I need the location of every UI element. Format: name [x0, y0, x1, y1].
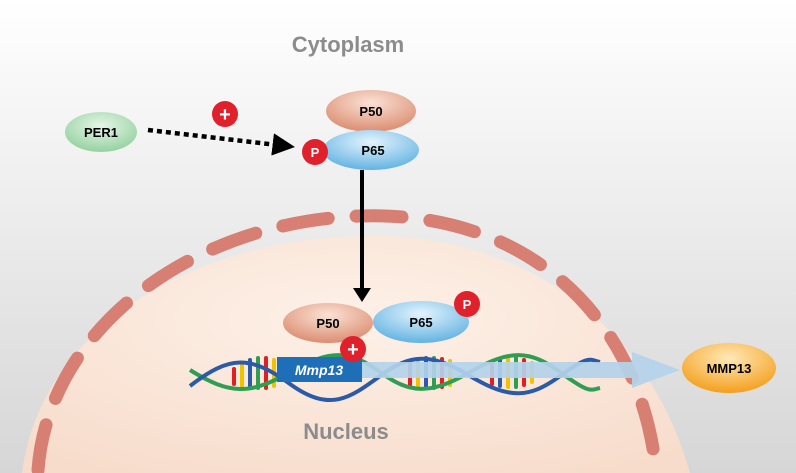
mmp13-gene-box: [277, 357, 362, 382]
phospho-marker-cytoplasm: P: [302, 139, 328, 165]
p50-protein-nucleus: [283, 303, 373, 343]
translocation-arrowhead: [353, 288, 371, 302]
nucleus-label: Nucleus: [303, 419, 389, 444]
mmp13-protein: [682, 343, 776, 393]
mmp13-protein-label: MMP13: [707, 361, 752, 376]
p65-protein-cytoplasm: [323, 130, 419, 170]
p50-protein-cytoplasm: [326, 90, 416, 132]
phospho-marker-nucleus: P: [454, 291, 480, 317]
svg-text:+: +: [219, 104, 231, 126]
p50-label-cytoplasm: P50: [359, 104, 382, 119]
p50-label-nucleus: P50: [316, 316, 339, 331]
nuclear-membrane: [31, 209, 663, 473]
mmp13-gene-label: Mmp13: [295, 362, 343, 378]
p65-label-nucleus: P65: [409, 315, 432, 330]
p65-protein-nucleus: [373, 301, 469, 343]
svg-text:P: P: [311, 145, 320, 160]
cytoplasm-label: Cytoplasm: [292, 32, 404, 57]
activation-plus-icon: +: [212, 101, 238, 127]
svg-text:P: P: [463, 297, 472, 312]
svg-text:+: +: [347, 339, 359, 361]
expression-arrow: [362, 352, 680, 388]
per1-label: PER1: [84, 125, 118, 140]
p65-label-cytoplasm: P65: [361, 143, 384, 158]
per1-protein: [65, 112, 137, 152]
gene-activation-plus-icon: +: [340, 336, 366, 362]
